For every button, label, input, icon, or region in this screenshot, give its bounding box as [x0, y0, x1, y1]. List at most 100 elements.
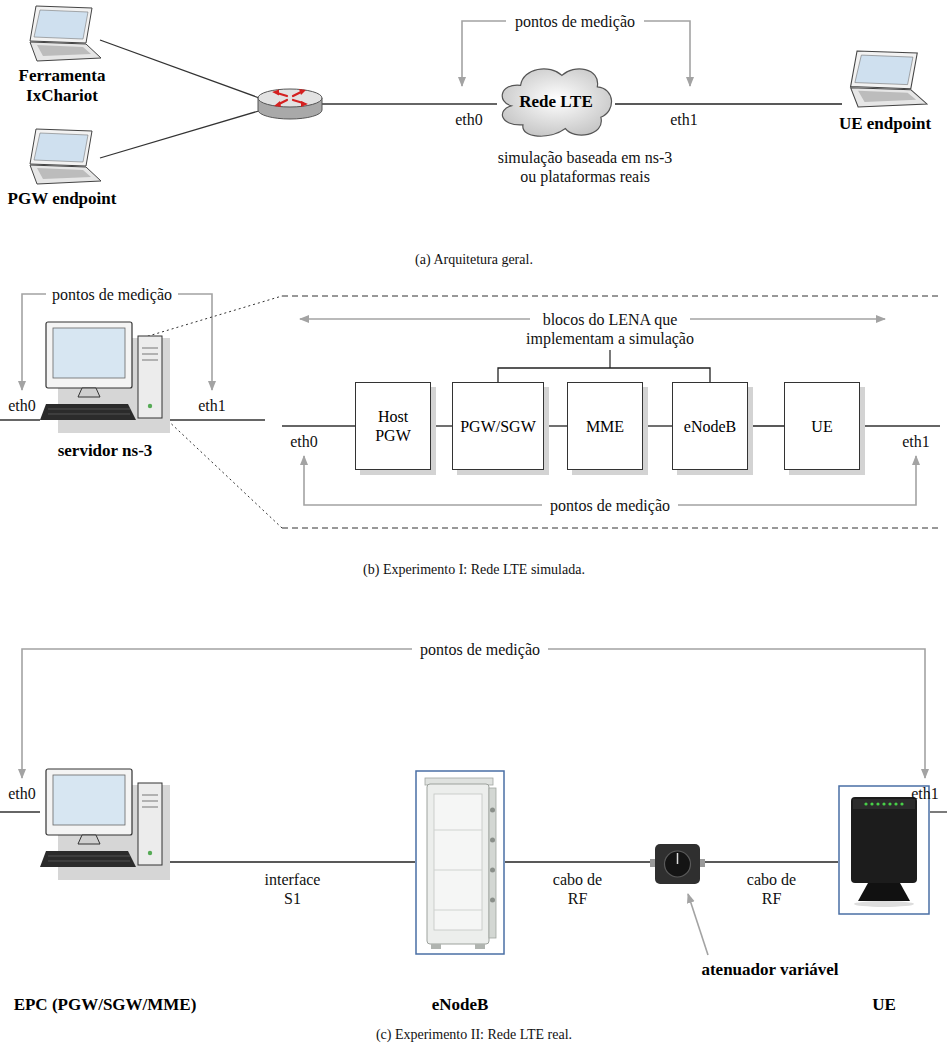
status-led	[888, 802, 891, 805]
keyboard	[40, 404, 136, 420]
enodeb-photo-art	[415, 770, 505, 955]
device-label: Ferramenta IxChariot	[7, 66, 117, 106]
panel-caption: (b) Experimento I: Rede LTE simulada.	[363, 560, 585, 579]
annotation: eth0	[290, 432, 318, 451]
router-icon	[272, 90, 279, 96]
lena-block: PGW/SGW	[452, 382, 544, 470]
laptop-keyboard	[37, 45, 91, 56]
measurement-bracket	[178, 294, 212, 390]
laptop-lid	[30, 6, 92, 43]
block-name: Host PGW	[361, 407, 425, 445]
cabinet-rib	[434, 830, 482, 831]
connector	[544, 425, 567, 426]
network-wire	[860, 425, 940, 426]
zoom-outline	[282, 296, 940, 528]
block-name: Rede LTE	[519, 92, 593, 112]
device-label: atenuador variável	[701, 960, 838, 980]
measurement-bracket	[644, 21, 690, 86]
monitor-frame	[46, 322, 132, 388]
link-label: cabo de RF	[742, 870, 802, 908]
device-label: EPC (PGW/SGW/MME)	[14, 995, 197, 1015]
laptop-icon-art	[22, 128, 102, 185]
connector	[170, 861, 415, 862]
cabinet-connector	[490, 808, 495, 813]
network-wire	[0, 811, 40, 812]
tower-slot	[142, 354, 158, 355]
enodeb-photo: eNodeB	[415, 770, 505, 955]
tower-slot	[142, 360, 158, 361]
annotation: blocos do LENA que implementam a simulaç…	[518, 310, 703, 348]
status-led	[870, 802, 873, 805]
annotation: simulação baseada em ns-3 ou plataformas…	[493, 148, 678, 186]
panel-caption: (a) Arquitetura geral.	[415, 250, 533, 269]
measurement-bracket	[300, 318, 530, 320]
cabinet-connector	[490, 868, 495, 873]
laptop-icon-art	[22, 5, 102, 62]
device-label: UE	[872, 995, 896, 1015]
connector	[505, 861, 650, 862]
laptop-screen	[34, 10, 88, 39]
connector	[615, 103, 842, 104]
router-icon	[277, 92, 303, 104]
photo-frame	[839, 786, 929, 914]
laptop-keyboard	[858, 91, 916, 102]
router-icon	[272, 89, 308, 107]
zoom-outline	[282, 296, 940, 297]
tower-slot	[142, 801, 158, 802]
monitor-screen	[53, 328, 125, 378]
keyboard-row	[48, 856, 130, 857]
network-wire	[930, 811, 947, 812]
power-led	[148, 404, 152, 408]
tower-slot	[142, 795, 158, 796]
epc-computer-art	[40, 765, 170, 880]
ue-router-photo: UE	[838, 785, 930, 915]
router-icon	[274, 101, 281, 107]
keyboard-row	[48, 414, 130, 415]
annotation: eth1	[198, 396, 226, 415]
status-led	[876, 802, 879, 805]
monitor-stand	[78, 388, 100, 397]
laptop-lid	[30, 129, 92, 166]
connector	[643, 425, 672, 426]
router-icon	[293, 92, 301, 96]
network-wire	[170, 419, 265, 420]
epc-computer: EPC (PGW/SGW/MME)	[40, 765, 170, 880]
router-icon	[258, 89, 322, 119]
annotation: eth1	[902, 432, 930, 451]
cabinet-connector	[490, 838, 495, 843]
block-name: MME	[573, 417, 637, 436]
annotation: eth0	[8, 396, 36, 415]
laptop-keyboard	[37, 168, 91, 179]
lena-block: eNodeB	[672, 382, 748, 470]
router-icon	[301, 101, 308, 107]
tower-slot	[142, 348, 158, 349]
annotation: pontos de medição	[515, 12, 635, 31]
ue-shadow	[854, 901, 914, 907]
monitor-screen	[53, 775, 125, 825]
network-wire	[322, 103, 497, 104]
cabinet-body	[427, 784, 489, 944]
laptop-icon: UE endpoint	[842, 50, 928, 108]
photo-frame	[416, 771, 504, 954]
link-label: cabo de RF	[548, 870, 608, 908]
attenuator-photo-art	[650, 838, 705, 888]
lena-block: UE	[784, 382, 860, 470]
measurement-bracket	[22, 294, 46, 390]
server-computer: servidor ns-3	[40, 318, 170, 433]
connector	[748, 425, 784, 426]
laptop-screen	[34, 133, 88, 162]
status-led	[882, 802, 885, 805]
annotation: eth0	[455, 110, 483, 129]
attenuator-photo: atenuador variável	[650, 838, 705, 888]
cabinet-door	[434, 794, 482, 930]
computer-tower	[138, 783, 162, 865]
measurement-bracket	[688, 894, 708, 955]
laptop-icon: Ferramenta IxChariot	[22, 5, 102, 62]
keyboard	[40, 851, 136, 867]
monitor-frame	[46, 769, 132, 835]
measurement-bracket	[22, 649, 412, 778]
network-wire	[100, 40, 262, 99]
router-icon	[299, 89, 306, 95]
network-cloud: Rede LTE	[497, 64, 615, 140]
measurement-bracket	[690, 318, 885, 320]
